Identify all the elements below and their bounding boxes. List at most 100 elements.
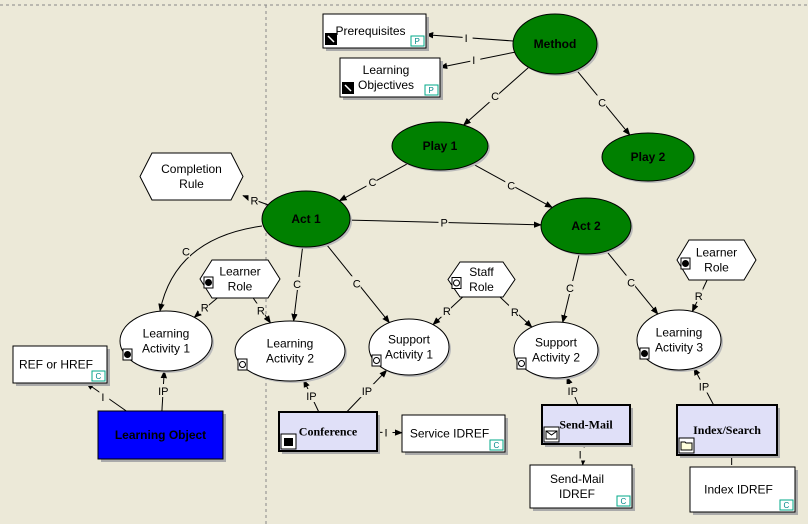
node-play1[interactable]: Play 1 [391, 121, 490, 172]
badge-icon [489, 439, 504, 451]
node-label: Activity 3 [655, 341, 703, 355]
edge-act1-completion[interactable]: R [242, 193, 269, 207]
badge-icon [424, 84, 439, 96]
node-search[interactable]: Index/Search [676, 404, 780, 458]
node-label: Service IDREF [410, 427, 489, 441]
node-label: Staff [469, 265, 494, 279]
node-conf[interactable]: Conference [278, 411, 380, 454]
edge-act1-sa1[interactable]: C [325, 243, 390, 324]
edge-label: IP [699, 382, 709, 394]
edge-play1-act1[interactable]: C [338, 163, 408, 202]
edge-label: I [579, 450, 582, 462]
edge-label: C [507, 181, 515, 193]
node-label: Conference [299, 425, 358, 439]
node-label: Send-Mail [559, 418, 613, 432]
edge-method-play1[interactable]: C [462, 66, 529, 126]
node-label: Index IDREF [704, 483, 773, 497]
node-lo[interactable]: Learning Object [97, 410, 226, 462]
node-label: Learning [656, 326, 703, 340]
edge-label: C [598, 97, 606, 109]
node-act1[interactable]: Act 1 [261, 190, 352, 249]
edge-method-objectives[interactable]: I [439, 51, 515, 70]
node-label: Support [535, 336, 578, 350]
edge-lrole1-la1[interactable]: R [193, 297, 218, 318]
edge-label: R [201, 303, 209, 315]
badge-label: P [429, 86, 434, 95]
node-label: Play 2 [631, 150, 666, 164]
node-label: Method [534, 37, 577, 51]
edge-staffrole-sa2[interactable]: R [499, 296, 533, 328]
edge-lrole1-la2[interactable]: R [252, 297, 271, 324]
edge-label: C [368, 177, 376, 189]
edge-method-prereq[interactable]: I [425, 30, 514, 45]
edge-act1-la2[interactable]: C [291, 246, 304, 322]
node-method[interactable]: Method [512, 13, 599, 76]
node-mail[interactable]: Send-Mail [541, 404, 633, 447]
edge-act1-act2[interactable]: P [349, 215, 542, 229]
edge-label: R [695, 291, 703, 303]
edge-label: I [101, 392, 104, 404]
edge-method-play2[interactable]: C [575, 69, 631, 136]
node-act2[interactable]: Act 2 [540, 197, 633, 256]
edge-label: I [730, 456, 733, 468]
node-label: Activity 2 [266, 352, 314, 366]
node-label: IDREF [559, 487, 595, 501]
node-label: Role [469, 280, 494, 294]
node-label: Completion [161, 162, 222, 176]
edge-label: IP [158, 386, 168, 398]
badge-icon [410, 35, 425, 47]
edge-act1-la1[interactable]: C [158, 225, 263, 312]
node-servid[interactable]: C Service IDREF [401, 414, 508, 455]
edge-staffrole-sa1[interactable]: R [432, 296, 464, 326]
edge-act2-sa2[interactable]: C [561, 253, 580, 324]
edge-label: R [257, 305, 265, 317]
edge-label: I [472, 55, 475, 67]
edge-mail-sa2[interactable]: IP [565, 376, 583, 406]
badge-label: C [784, 501, 790, 510]
edge-label: C [182, 246, 190, 258]
badge-label: C [621, 497, 627, 506]
edge-label: C [566, 283, 574, 295]
node-play2[interactable]: Play 2 [601, 132, 696, 183]
node-label: Act 1 [291, 212, 321, 226]
edge-act2-la3[interactable]: C [605, 250, 659, 315]
node-label: Learner [219, 265, 260, 279]
node-label: Objectives [358, 78, 414, 92]
edge-lo-la1[interactable]: IP [156, 370, 174, 412]
node-label: Learner [696, 246, 737, 260]
edge-play1-act2[interactable]: C [472, 163, 553, 208]
node-label: Activity 1 [385, 348, 433, 362]
edge-search-la3[interactable]: IP [693, 367, 715, 406]
node-indexid[interactable]: C Index IDREF [689, 466, 798, 515]
edge-conf-servid[interactable]: I [376, 425, 403, 439]
badge-icon [779, 499, 794, 511]
edge-lrole2-la3[interactable]: R [691, 279, 708, 313]
edge-label: C [293, 279, 301, 291]
node-label: Activity 1 [142, 342, 190, 356]
node-label: Activity 2 [532, 351, 580, 365]
edge-label: IP [568, 386, 578, 398]
edge-lo-ref[interactable]: I [85, 382, 127, 412]
badge-label: C [494, 441, 500, 450]
node-label: Learning [143, 327, 190, 341]
node-label: Act 2 [571, 219, 601, 233]
edge-conf-sa1[interactable]: IP [346, 369, 388, 413]
edge-mail-mailid[interactable]: I [576, 443, 587, 466]
edge-label: C [627, 278, 635, 290]
edge-conf-la2[interactable]: IP [303, 379, 322, 413]
edge-label: IP [306, 391, 316, 403]
